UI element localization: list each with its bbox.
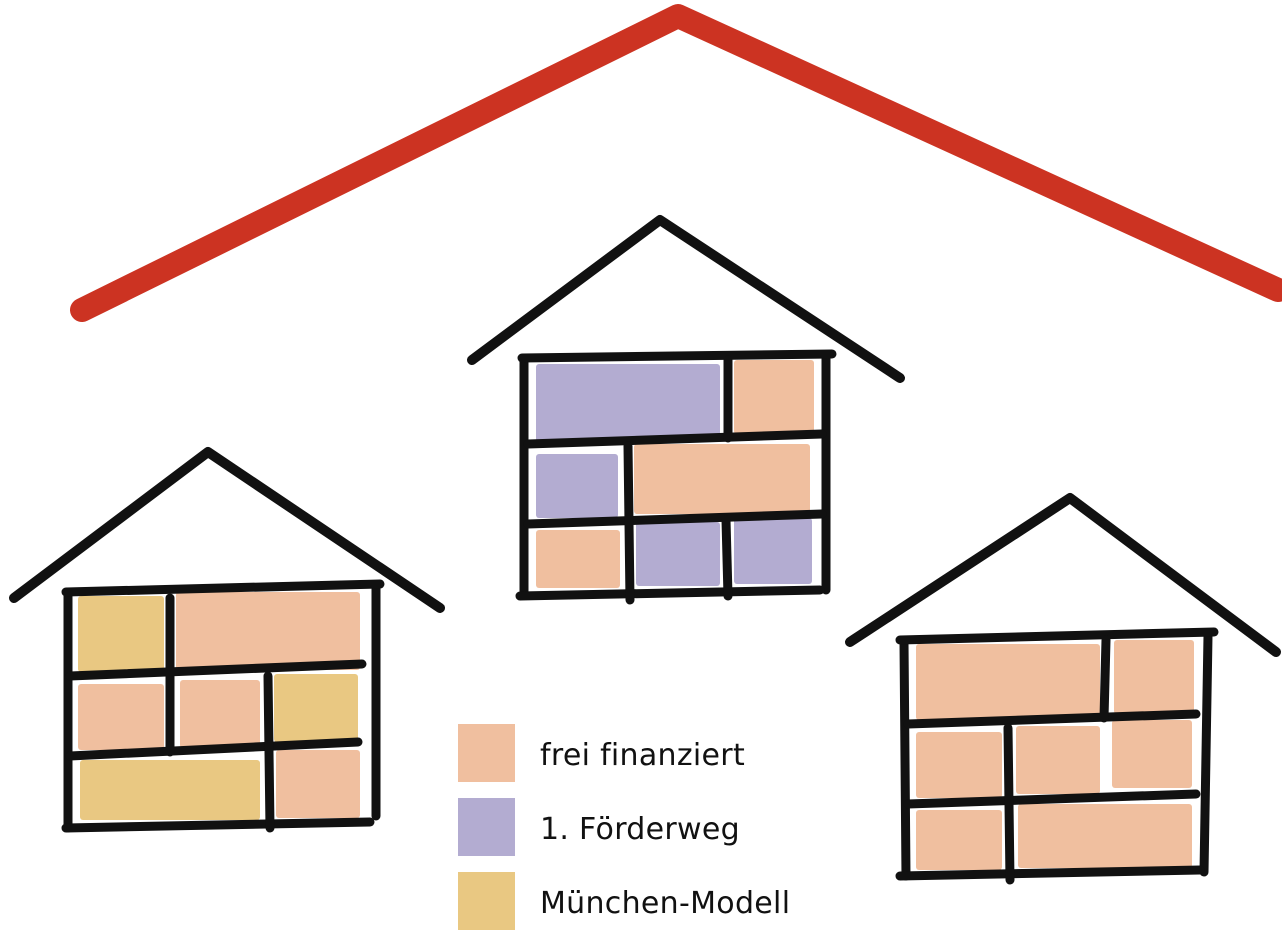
unit-frei	[78, 684, 164, 750]
unit-frei	[276, 750, 360, 818]
unit-frei	[634, 444, 810, 514]
unit-frei	[734, 360, 814, 434]
unit-muenchen	[274, 674, 358, 742]
legend-label-foerder: 1. Förderweg	[540, 812, 740, 847]
house-right	[845, 493, 1281, 885]
legend-swatch-foerder	[458, 798, 515, 856]
house-middle-frame	[515, 349, 837, 605]
legend-label-muenchen: München-Modell	[540, 886, 791, 921]
large-roof	[70, 4, 1282, 322]
unit-frei	[916, 644, 1100, 720]
unit-muenchen	[78, 596, 164, 672]
unit-frei	[916, 810, 1002, 870]
legend-swatch-frei	[458, 724, 515, 782]
house-middle-roof	[467, 215, 905, 383]
unit-frei	[1112, 720, 1192, 788]
house-left-roof	[9, 447, 445, 613]
unit-frei	[916, 732, 1002, 798]
legend-swatch-muenchen	[458, 872, 515, 930]
unit-foerder	[536, 364, 720, 442]
unit-foerder	[536, 454, 618, 518]
legend-label-frei: frei finanziert	[540, 738, 746, 773]
house-left	[9, 447, 445, 833]
house-left-frame	[61, 579, 385, 833]
unit-foerder	[734, 518, 812, 584]
house-middle	[467, 215, 905, 605]
unit-frei	[1018, 804, 1192, 868]
unit-frei	[1114, 640, 1194, 714]
unit-foerder	[636, 522, 720, 586]
unit-muenchen	[80, 760, 260, 820]
unit-frei	[1016, 726, 1100, 794]
unit-frei	[180, 680, 260, 748]
unit-frei	[176, 592, 360, 670]
house-right-roof	[845, 493, 1281, 657]
unit-frei	[536, 530, 620, 588]
house-right-frame	[895, 627, 1219, 885]
